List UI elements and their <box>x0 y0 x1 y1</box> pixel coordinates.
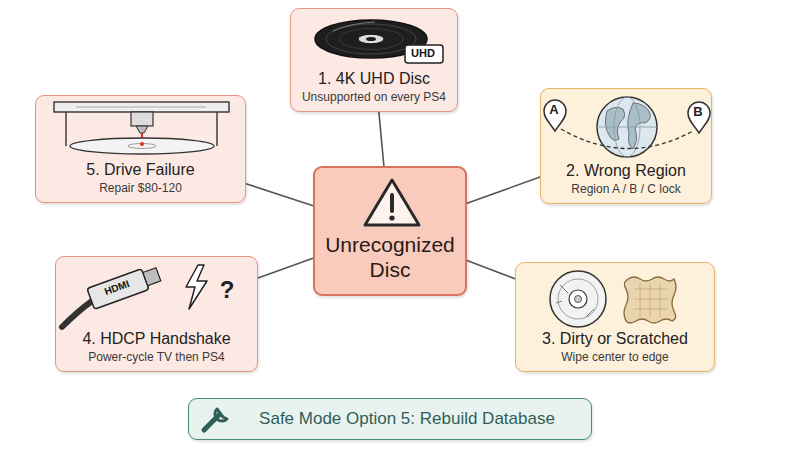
cause-detail: Unsupported on every PS4 <box>291 90 457 105</box>
cause-title: 1. 4K UHD Disc <box>291 69 457 88</box>
problem-box: Unrecognized Disc <box>313 166 467 296</box>
cause-title: 5. Drive Failure <box>36 160 245 179</box>
disc-badge: UHD <box>411 48 435 59</box>
tip-banner: Safe Mode Option 5: Rebuild Database <box>188 398 592 440</box>
problem-title: Unrecognized Disc <box>315 232 465 282</box>
region-pin: A <box>549 103 558 116</box>
cause-box: 2. Wrong RegionRegion A / B / C lock <box>540 88 712 204</box>
cause-detail: Repair $80-120 <box>36 181 245 196</box>
cause-detail: Region A / B / C lock <box>541 182 711 197</box>
cause-detail: Wipe center to edge <box>516 350 714 365</box>
cause-title: 4. HDCP Handshake <box>56 329 257 348</box>
cause-detail: Power-cycle TV then PS4 <box>56 350 257 365</box>
question-mark: ? <box>220 278 235 302</box>
connector-line <box>258 258 313 278</box>
region-pin: B <box>693 105 702 118</box>
cause-box: 1. 4K UHD DiscUnsupported on every PS4 <box>290 8 458 112</box>
connector-line <box>246 184 313 206</box>
cause-title: 2. Wrong Region <box>541 161 711 180</box>
cause-title: 3. Dirty or Scratched <box>516 329 714 348</box>
cause-box: 4. HDCP HandshakePower-cycle TV then PS4 <box>55 256 258 372</box>
connector-line <box>379 112 384 166</box>
tip-text: Safe Mode Option 5: Rebuild Database <box>253 409 561 429</box>
cause-box: 3. Dirty or ScratchedWipe center to edge <box>515 262 715 372</box>
connector-line <box>467 260 515 278</box>
cause-box: 5. Drive FailureRepair $80-120 <box>35 95 246 203</box>
connector-line <box>467 177 540 203</box>
